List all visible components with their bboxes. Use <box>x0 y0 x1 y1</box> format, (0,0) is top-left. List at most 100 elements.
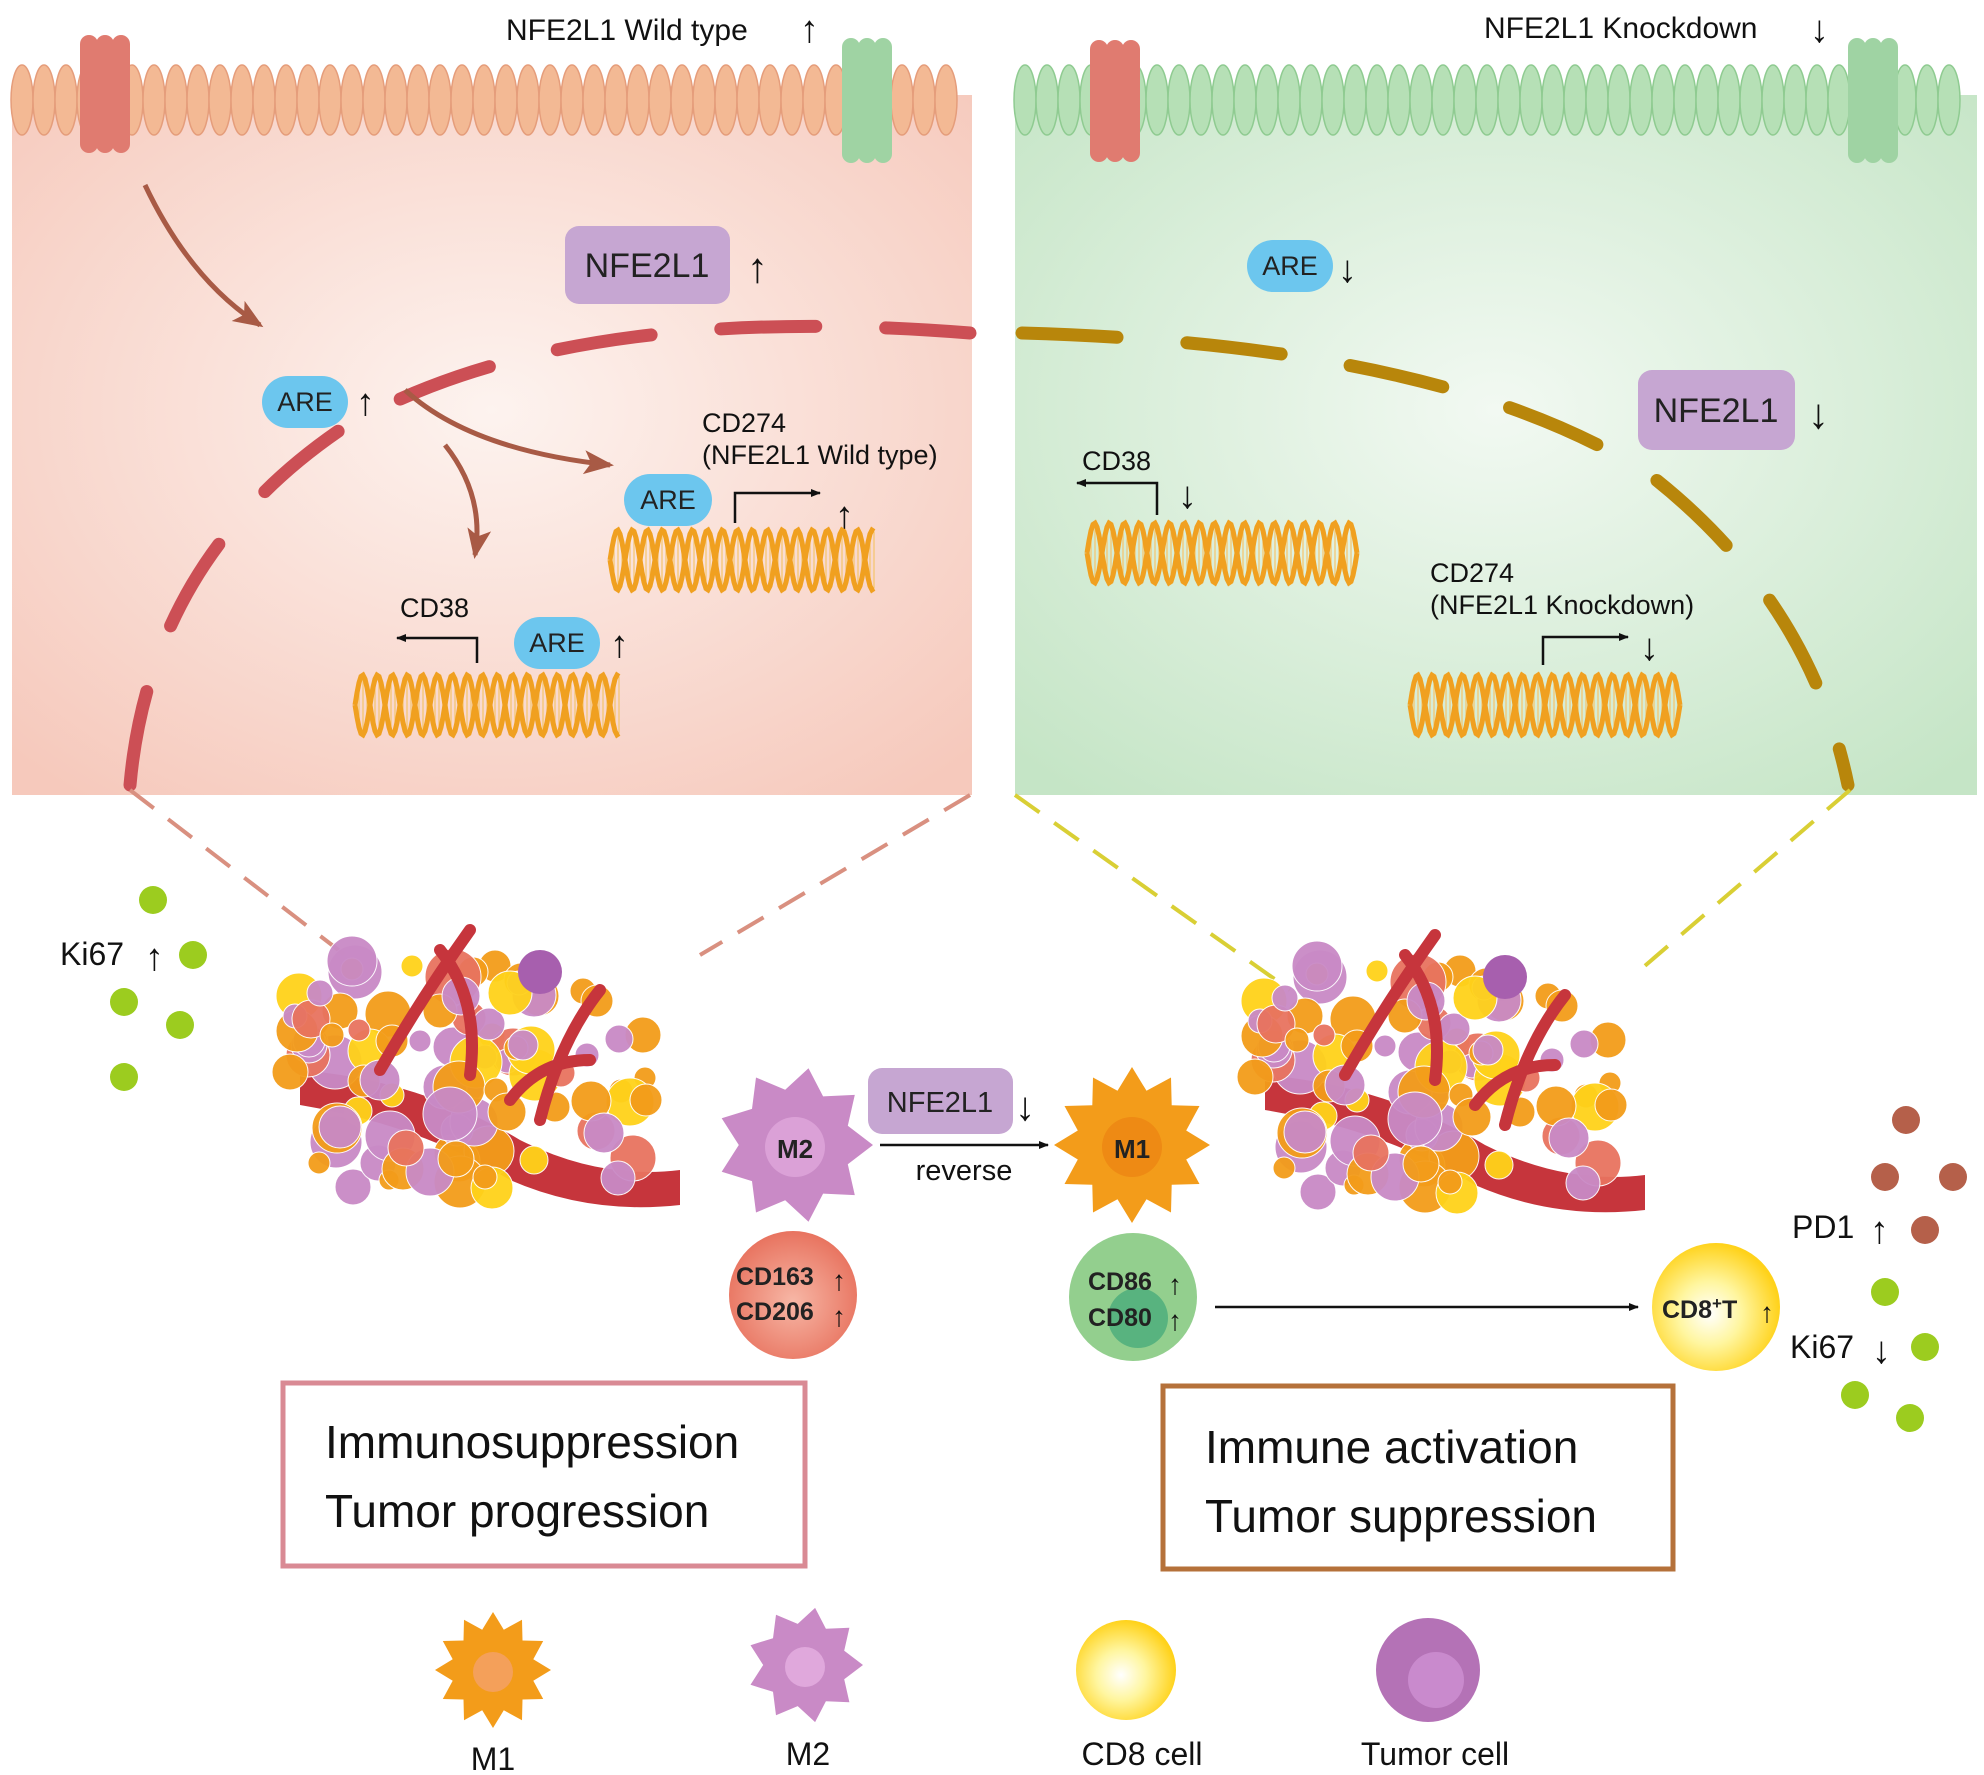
legend-m2-label: M2 <box>786 1736 830 1772</box>
membrane-lipid <box>780 64 804 136</box>
membrane-lipid <box>1585 64 1609 136</box>
legend-m1-label: M1 <box>471 1741 515 1775</box>
tumor-microenvironment-cell <box>1565 1165 1601 1201</box>
membrane-lipid <box>164 64 188 136</box>
membrane-lipid <box>1409 64 1433 136</box>
pd1-dot <box>1871 1163 1899 1191</box>
left-cd38-are-label: ARE <box>529 628 585 658</box>
membrane-lipid <box>230 64 254 136</box>
ki67-dot <box>110 1063 138 1091</box>
tumor-cluster-right <box>1236 929 1645 1215</box>
left-nfe2l1-arrow: ↑ <box>747 244 768 291</box>
membrane-lipid <box>1607 64 1631 136</box>
left-cd38-promoter-arrow <box>396 634 479 663</box>
tumor-microenvironment-cell <box>519 1145 549 1175</box>
left-panel: NFE2L1 Wild type ↑ NFE2L1 ↑ ARE ↑ CD274 … <box>10 9 977 795</box>
membrane-lipid <box>208 64 232 136</box>
membrane-lipid <box>1277 64 1301 136</box>
right-receptor-red <box>1090 40 1140 162</box>
ki67-right-label: Ki67 <box>1790 1329 1854 1365</box>
left-panel-background <box>12 95 972 795</box>
ki67-dot <box>1841 1381 1869 1409</box>
membrane-lipid <box>1453 64 1477 136</box>
membrane-lipid <box>1321 64 1345 136</box>
right-nfe2l1-pill <box>1638 370 1795 450</box>
membrane-lipid <box>934 64 958 136</box>
membrane-lipid <box>1387 64 1411 136</box>
outcome-right-line1: Immune activation <box>1205 1421 1578 1473</box>
ki67-dot <box>1896 1404 1924 1432</box>
ki67-right-arrow: ↓ <box>1872 1330 1891 1372</box>
left-cd274-are-label: ARE <box>640 485 696 515</box>
tumor-microenvironment-cell <box>1437 1169 1463 1195</box>
tumor-microenvironment-cell <box>437 1140 475 1178</box>
tumor-microenvironment-cell <box>1352 1134 1390 1172</box>
membrane-lipid <box>1167 64 1191 136</box>
cd8t-arrow: ↑ <box>1760 1297 1774 1328</box>
cd8t-suffix: T <box>1722 1296 1737 1324</box>
tumor-microenvironment-cell <box>1373 1034 1397 1058</box>
tumor-microenvironment-cell <box>306 979 334 1007</box>
cd8t-sup: + <box>1712 1294 1722 1313</box>
cd206-arrow: ↑ <box>832 1301 846 1332</box>
membrane-lipid <box>1563 64 1587 136</box>
tumor-microenvironment-cell <box>1283 1110 1327 1154</box>
cd163-cd206-cell <box>729 1231 857 1359</box>
membrane-lipid <box>1739 64 1763 136</box>
tumor-microenvironment-cell <box>1284 1027 1310 1053</box>
left-cd38-arrow: ↑ <box>610 624 629 666</box>
membrane-lipid <box>1915 64 1939 136</box>
cd8t-prefix: CD8 <box>1662 1296 1712 1324</box>
membrane-lipid <box>890 64 914 136</box>
right-header-arrow: ↓ <box>1810 9 1829 51</box>
cd80-arrow: ↑ <box>1168 1305 1182 1336</box>
tumor-microenvironment-cell <box>1312 1023 1336 1047</box>
tumor-microenvironment-cell <box>629 1083 663 1117</box>
left-cd274-are-pill <box>624 474 712 526</box>
membrane-lipid <box>1365 64 1389 136</box>
membrane-lipid <box>1013 64 1037 136</box>
membrane-lipid <box>1233 64 1257 136</box>
membrane-lipid <box>758 64 782 136</box>
membrane-lipid <box>32 64 56 136</box>
membrane-lipid <box>384 64 408 136</box>
membrane-lipid <box>296 64 320 136</box>
left-are-to-cd38-arrow <box>443 443 492 559</box>
cd163-arrow: ↑ <box>832 1265 846 1296</box>
m2-macrophage <box>721 1068 873 1222</box>
left-cd274-title: CD274 <box>702 408 786 438</box>
tumor-microenvironment-cell <box>1594 1088 1628 1122</box>
right-are-arrow: ↓ <box>1338 249 1357 291</box>
ki67-dot <box>1871 1278 1899 1306</box>
membrane-lipid <box>1651 64 1675 136</box>
tumor-microenvironment-cell <box>422 1086 478 1142</box>
outcome-left-line1: Immunosuppression <box>325 1416 739 1468</box>
legend-m1-icon <box>435 1612 551 1728</box>
left-are-arrow: ↑ <box>356 382 375 424</box>
right-nfe2l1-arrow: ↓ <box>1808 390 1829 437</box>
m1-macrophage <box>1054 1067 1210 1223</box>
cd163-label: CD163 <box>736 1263 814 1291</box>
membrane-lipid <box>54 64 78 136</box>
legend: M1 M2 CD8 cell Tumor cell <box>435 1607 1509 1775</box>
tumor-microenvironment-cell <box>347 1018 371 1042</box>
membrane-lipid <box>560 64 584 136</box>
pd1-group: PD1 ↑ <box>1792 1106 1967 1252</box>
membrane-lipid <box>1211 64 1235 136</box>
tumor-microenvironment-cell <box>387 1129 425 1167</box>
membrane-lipid <box>472 64 496 136</box>
membrane-lipid <box>142 64 166 136</box>
tumor-microenvironment-cell <box>1472 1034 1504 1066</box>
membrane-lipid <box>516 64 540 136</box>
ki67-right-group: Ki67 ↓ <box>1790 1278 1939 1432</box>
tumor-cluster-left <box>271 924 680 1210</box>
tumor-microenvironment-cell <box>1271 984 1299 1012</box>
membrane-lipid <box>1475 64 1499 136</box>
membrane-lipid <box>1805 64 1829 136</box>
outcome-left-box <box>280 1380 808 1569</box>
right-cd274-subtitle: (NFE2L1 Knockdown) <box>1430 590 1694 620</box>
left-receptor-green <box>842 38 892 163</box>
cd86-arrow: ↑ <box>1168 1269 1182 1300</box>
cd86-cd80-cell-nucleus <box>1108 1288 1168 1348</box>
left-cd274-subtitle: (NFE2L1 Wild type) <box>702 440 938 470</box>
